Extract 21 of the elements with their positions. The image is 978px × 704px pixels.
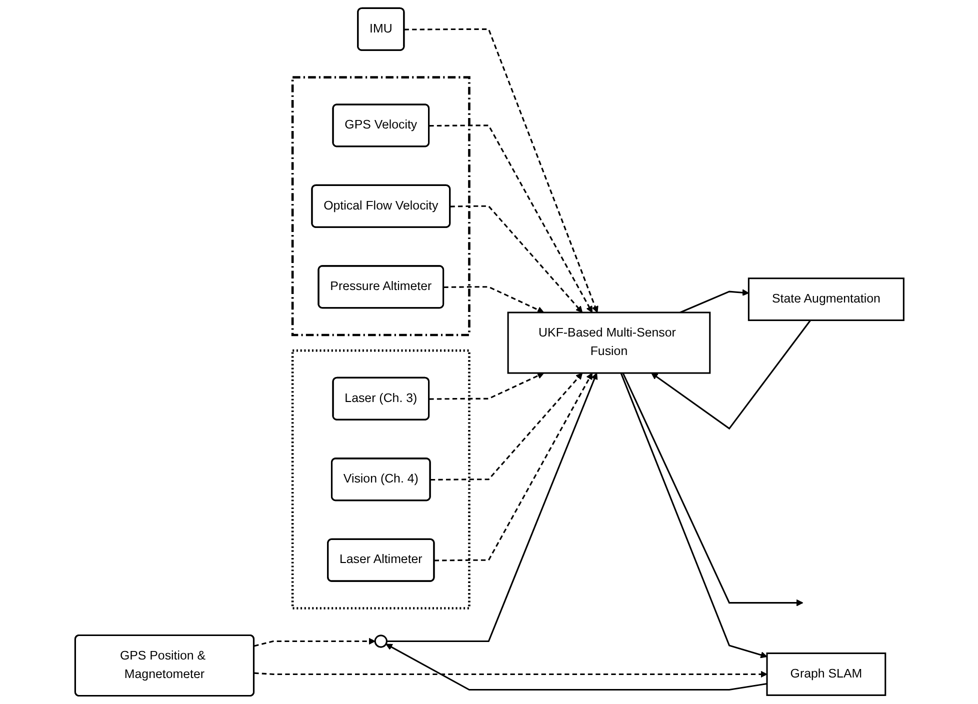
arrow [386,372,598,642]
cluster [290,76,470,336]
node-box: UKF-Based Multi-Sensor Fusion [506,312,710,374]
arrow [622,372,803,606]
arrow [650,320,811,430]
arrow [434,372,592,562]
arrow [404,28,598,313]
arrow [428,124,592,313]
node-circle [374,634,388,648]
arrow [428,372,544,400]
arrow [430,372,582,481]
cluster [290,349,470,610]
arrow [620,372,767,658]
arrow [254,638,375,647]
node-box: Graph SLAM [766,652,886,696]
arrow [385,644,767,691]
arrow [450,205,582,313]
node-box: State Augmentation [747,278,904,322]
arrow [679,289,749,314]
arrow [443,286,544,313]
arrow [254,670,767,678]
